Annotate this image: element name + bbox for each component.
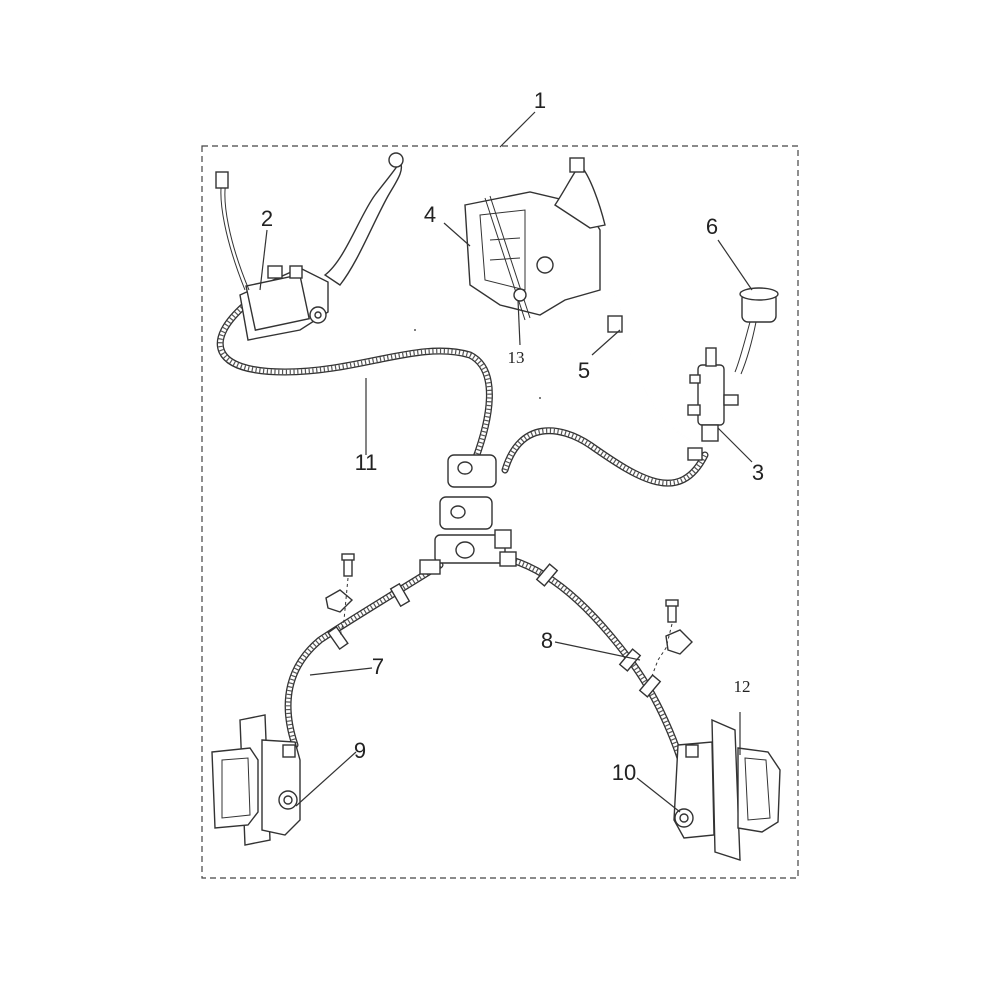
callout-9: 9 [354, 738, 366, 763]
brake-fluid-reservoir [734, 287, 779, 375]
leader-lines [259, 111, 753, 813]
stray-dot-a [414, 329, 416, 331]
stray-dot-b [539, 397, 541, 399]
callout-4: 4 [424, 202, 436, 227]
hose-collars [327, 315, 703, 698]
brake-hose-11 [216, 301, 493, 464]
callouts: 1 2 3 4 5 6 7 8 9 10 11 12 13 [261, 88, 764, 785]
brake-hose-8 [508, 556, 694, 804]
brake-hose-7 [284, 561, 444, 749]
callout-2: 2 [261, 206, 273, 231]
callout-8: 8 [541, 628, 553, 653]
callout-13: 13 [508, 348, 525, 367]
assembly-boundary [201, 145, 799, 879]
front-right-caliper [673, 718, 781, 861]
callout-6: 6 [706, 214, 718, 239]
front-master-cylinder [215, 152, 404, 341]
callout-1: 1 [534, 88, 546, 113]
hose-clip-right [651, 599, 693, 677]
callout-3: 3 [752, 460, 764, 485]
brake-hose-rear [501, 427, 709, 487]
callout-5: 5 [578, 358, 590, 383]
callout-10: 10 [612, 760, 636, 785]
rear-master-cylinder [687, 347, 739, 442]
callout-12: 12 [734, 677, 751, 696]
hose-clip-left [325, 553, 355, 637]
callout-11: 11 [355, 450, 378, 475]
brake-junction-valve [419, 454, 517, 575]
front-left-caliper [211, 714, 301, 846]
callout-7: 7 [372, 654, 384, 679]
rear-caliper-assembly [464, 157, 606, 321]
